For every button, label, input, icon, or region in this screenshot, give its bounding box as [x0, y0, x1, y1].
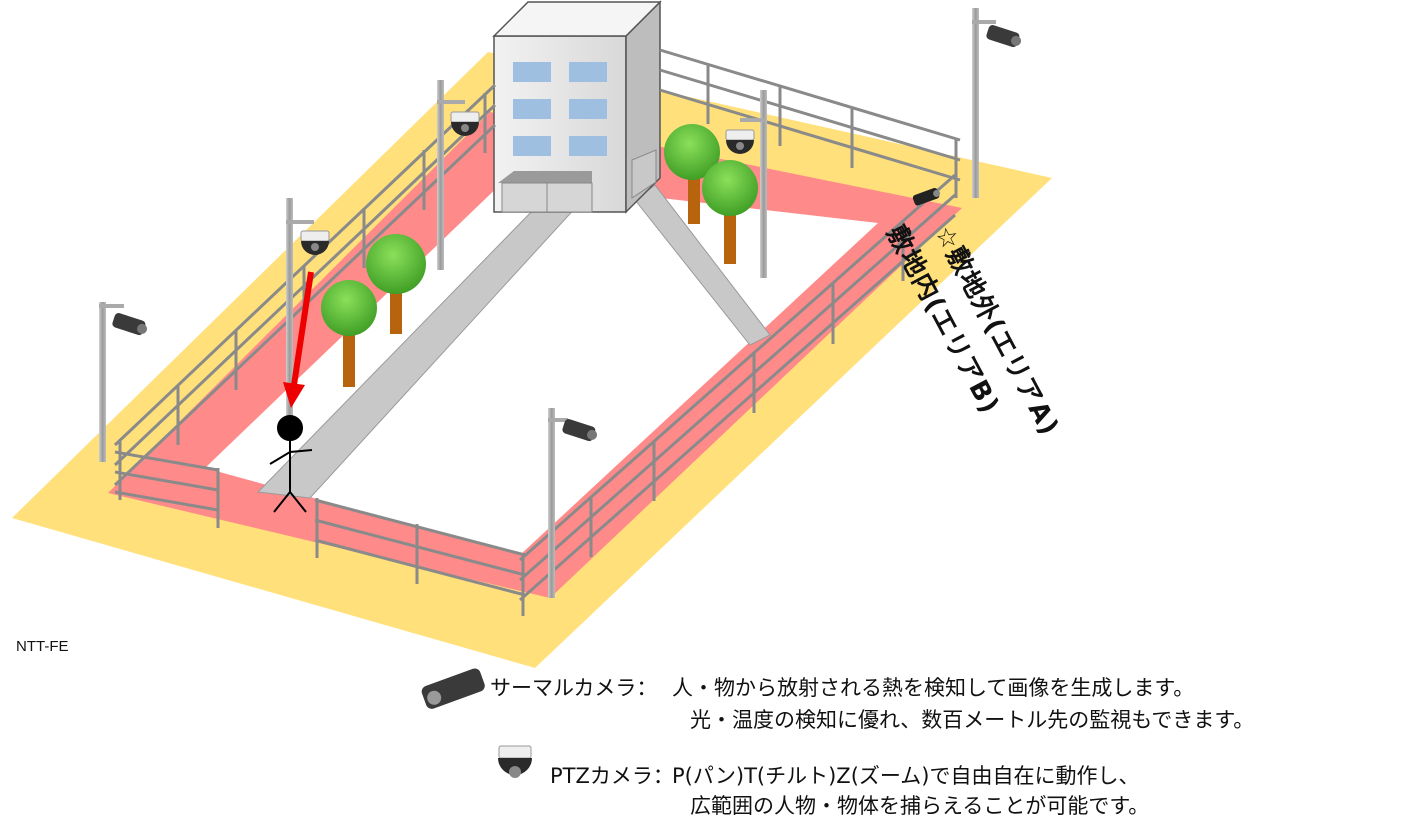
ptz-camera-legend-line2: 広範囲の人物・物体を捕らえることが可能です。 — [690, 794, 1150, 818]
ptz-camera-icon — [498, 745, 532, 778]
thermal-camera-legend-line2: 光・温度の検知に優れ、数百メートル先の監視もできます。 — [690, 708, 1255, 732]
ptz-camera-pole — [437, 80, 480, 270]
thermal-camera-icon — [421, 668, 485, 709]
thermal-camera-icon — [112, 313, 148, 336]
ptz-camera-legend-line1: P(パン)T(チルト)Z(ズーム)で自由自在に動作し、 — [672, 764, 1140, 788]
thermal-camera-icon — [912, 187, 941, 206]
detection-arrow — [291, 271, 314, 386]
ptz-camera-icon — [450, 111, 480, 136]
ptz-camera-icon — [725, 129, 755, 154]
thermal-camera-icon — [562, 419, 598, 442]
ptz-camera-pole — [725, 90, 767, 278]
tree — [702, 160, 758, 264]
fences — [113, 48, 961, 616]
detection-arrowhead — [283, 382, 305, 408]
thermal-camera-legend-name: サーマルカメラ： — [490, 676, 658, 700]
intruder-figure — [269, 415, 313, 513]
ptz-camera-pole — [286, 198, 330, 428]
credit-text: NTT-FE — [16, 638, 69, 655]
thermal-camera-pole — [972, 8, 1022, 198]
thermal-camera-pole — [548, 408, 598, 598]
tree — [664, 124, 720, 224]
ptz-camera-legend-name: PTZカメラ： — [550, 764, 674, 788]
tree — [366, 234, 426, 334]
building — [492, 0, 662, 214]
thermal-camera-icon — [986, 25, 1022, 48]
thermal-camera-legend-line1: 人・物から放射される熱を検知して画像を生成します。 — [672, 676, 1195, 700]
thermal-camera-pole — [99, 302, 148, 462]
ptz-camera-icon — [300, 230, 330, 255]
tree — [321, 280, 377, 387]
